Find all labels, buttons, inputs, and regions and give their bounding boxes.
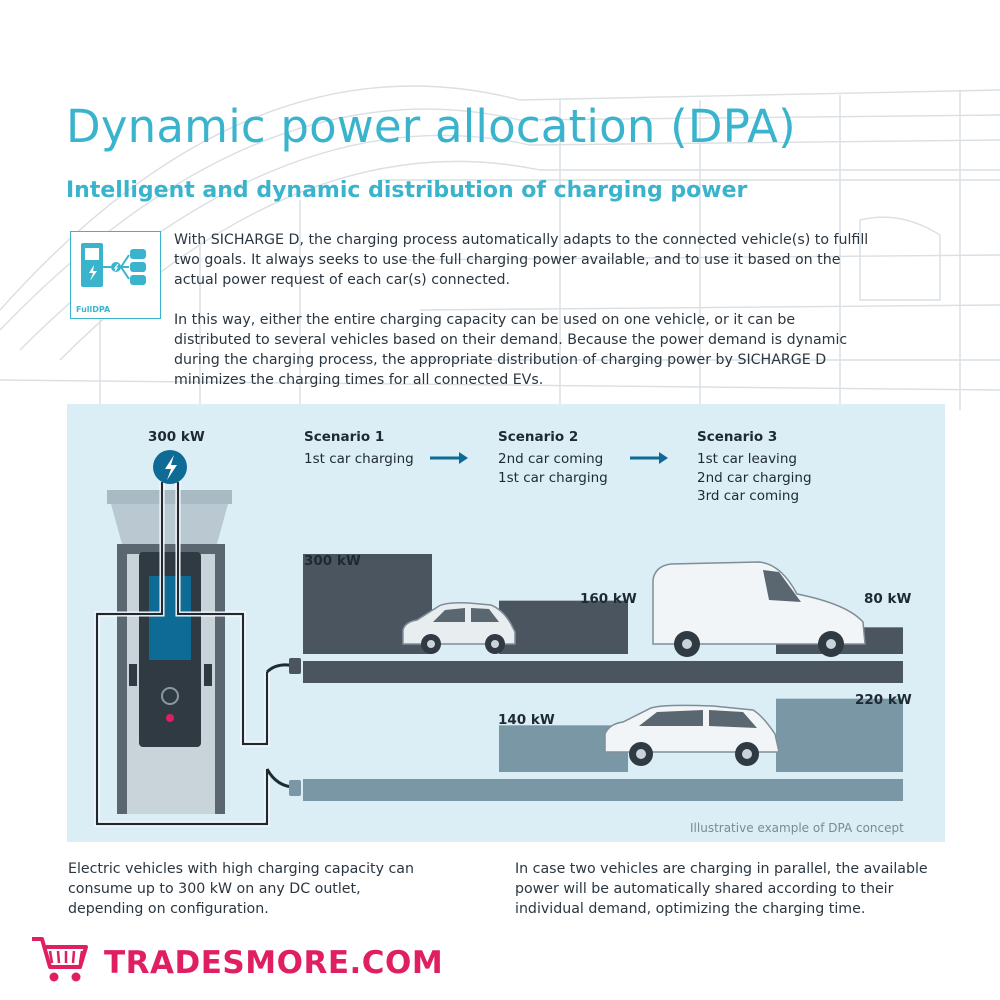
outlet2-base-bar xyxy=(303,779,903,801)
van-icon xyxy=(652,561,866,657)
icon-box-label: FullDPA xyxy=(76,305,111,314)
dpa-diagram xyxy=(94,450,903,827)
charger-station xyxy=(107,490,232,814)
outlet1-scenario2-kw-label: 160 kW xyxy=(580,591,637,607)
compact-car-icon xyxy=(402,602,516,654)
suv-icon xyxy=(604,704,780,766)
outlet2-scenario3-kw-label: 220 kW xyxy=(855,692,912,708)
intro-paragraph-2: In this way, either the entire charging … xyxy=(174,312,848,388)
outlet1-scenario1-kw-label: 300 kW xyxy=(304,553,361,569)
fulldpa-icon-box: FullDPA xyxy=(70,231,161,319)
page-subtitle: Intelligent and dynamic distribution of … xyxy=(66,178,748,203)
outlet2-scenario3-bar xyxy=(776,698,903,772)
outlet1-scenario2-bar xyxy=(499,600,628,654)
scenario-step: 3rd car coming xyxy=(697,488,800,504)
logo-text: TRADESMORE.COM xyxy=(104,945,444,981)
scenario-3-title: Scenario 3 xyxy=(697,429,778,445)
scenario-step: 1st car charging xyxy=(304,451,414,467)
diagram-caption: Illustrative example of DPA concept xyxy=(690,821,904,835)
outlet2-scenario2-kw-label: 140 kW xyxy=(498,712,555,728)
shopping-cart-icon xyxy=(32,937,88,982)
outlet1-scenario3-kw-label: 80 kW xyxy=(864,591,912,607)
page-title: Dynamic power allocation (DPA) xyxy=(66,100,796,153)
scenario-step: 2nd car coming xyxy=(498,451,604,467)
arrow-right-icon xyxy=(630,452,668,464)
scenario-3-steps: 1st car leaving 2nd car charging 3rd car… xyxy=(697,450,812,506)
bottom-right-text: In case two vehicles are charging in par… xyxy=(515,861,928,917)
bottom-left-text: Electric vehicles with high charging cap… xyxy=(68,861,414,917)
intro-paragraph-1: With SICHARGE D, the charging process au… xyxy=(174,232,869,288)
scenario-1-steps: 1st car charging xyxy=(304,450,414,469)
scenario-1-title: Scenario 1 xyxy=(304,429,385,445)
charger-power-label: 300 kW xyxy=(148,429,205,445)
charger-distribution-icon xyxy=(81,243,146,287)
outlet1-base-bar xyxy=(303,661,903,683)
scenario-step: 1st car charging xyxy=(498,469,608,486)
arrow-right-icon xyxy=(430,452,468,464)
scenario-step: 2nd car charging xyxy=(697,469,812,486)
scenario-2-title: Scenario 2 xyxy=(498,429,579,445)
scenario-step: 1st car leaving xyxy=(697,451,797,467)
scenario-2-steps: 2nd car coming 1st car charging xyxy=(498,450,608,487)
